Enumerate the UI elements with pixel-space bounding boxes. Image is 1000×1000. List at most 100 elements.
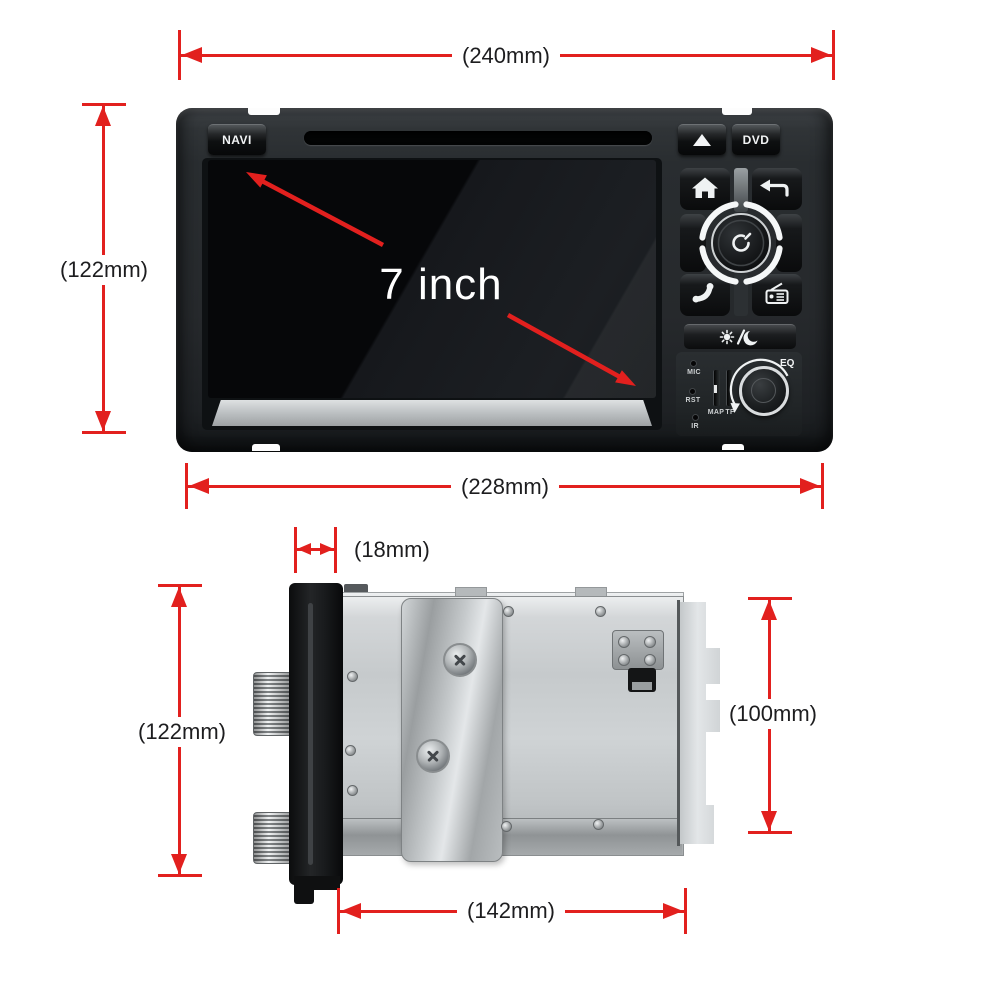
left-rocker-button bbox=[680, 214, 706, 272]
dimension-cap bbox=[337, 888, 340, 934]
dim-label-228mm: (228mm) bbox=[450, 472, 560, 502]
arrowhead-right bbox=[320, 543, 334, 555]
top-divider bbox=[734, 168, 748, 212]
arrowhead-left bbox=[189, 478, 209, 494]
screw bbox=[345, 745, 356, 756]
tf-card-slot bbox=[726, 370, 733, 406]
arrowhead-down bbox=[95, 411, 111, 431]
power-knob bbox=[711, 213, 771, 273]
silver-bezel-strip bbox=[212, 400, 652, 426]
screw bbox=[618, 636, 630, 648]
disc-slot bbox=[304, 131, 652, 145]
bottom-divider bbox=[734, 274, 748, 316]
red-arrow-downright bbox=[506, 313, 622, 379]
screw bbox=[644, 636, 656, 648]
arrowhead-left bbox=[297, 543, 311, 555]
dimension-cap bbox=[821, 463, 824, 509]
eq-rotation-arrow bbox=[729, 358, 789, 413]
arrowhead-up bbox=[95, 106, 111, 126]
arrowhead-right bbox=[811, 47, 831, 63]
body-right-seam bbox=[677, 600, 680, 846]
dimension-cap bbox=[185, 463, 188, 509]
power-icon bbox=[732, 232, 752, 252]
faceplate-groove bbox=[308, 603, 313, 865]
screw bbox=[347, 785, 358, 796]
dimension-cap bbox=[684, 888, 687, 934]
red-arrowhead bbox=[615, 370, 636, 386]
screw bbox=[595, 606, 606, 617]
mic-label: MIC bbox=[687, 369, 701, 376]
return-icon bbox=[760, 179, 789, 197]
dim-label-100mm: (100mm) bbox=[718, 699, 828, 729]
eq-label: EQ bbox=[780, 358, 795, 369]
large-screw bbox=[416, 739, 450, 773]
large-screw bbox=[443, 643, 477, 677]
connector-slot-contact bbox=[632, 682, 652, 690]
dimension-cap bbox=[158, 874, 202, 877]
bottom-notch bbox=[252, 444, 280, 451]
screen-diagonal-arrows bbox=[246, 172, 636, 386]
dimension-cap bbox=[82, 431, 126, 434]
arrowhead-down bbox=[171, 854, 187, 874]
arrowhead-left bbox=[182, 47, 202, 63]
faceplate-foot bbox=[294, 876, 314, 904]
dimension-cap bbox=[294, 527, 297, 573]
screen-recess: 7 inch bbox=[202, 158, 662, 430]
navi-button-label: NAVI bbox=[222, 133, 252, 147]
reset-hole bbox=[689, 388, 696, 395]
return-button bbox=[752, 168, 802, 210]
phone-icon bbox=[692, 283, 714, 303]
rst-label: RST bbox=[685, 397, 701, 404]
arrowhead-up bbox=[761, 600, 777, 620]
dim-label-142mm: (142mm) bbox=[456, 896, 566, 926]
tf-label: TF bbox=[725, 409, 735, 416]
screen-size-label: 7 inch bbox=[379, 260, 503, 309]
screw bbox=[501, 821, 512, 832]
bottom-notch bbox=[722, 444, 744, 450]
right-rocker-button bbox=[776, 214, 802, 272]
mounting-sleeve-edge bbox=[680, 602, 720, 844]
dimension-cap bbox=[158, 584, 202, 587]
mic-hole bbox=[690, 360, 697, 367]
mounting-bracket-plate bbox=[401, 598, 503, 862]
map-label: MAP bbox=[707, 409, 725, 416]
screw bbox=[593, 819, 604, 830]
radio-icon bbox=[765, 282, 789, 304]
radio-button bbox=[752, 274, 802, 316]
dim-label-122mm-side: (122mm) bbox=[127, 717, 237, 747]
volume-knob-side bbox=[253, 672, 295, 736]
dvd-button-label: DVD bbox=[742, 133, 770, 147]
eject-button bbox=[678, 124, 726, 155]
dimension-cap bbox=[334, 527, 337, 573]
red-arrowhead bbox=[246, 172, 267, 188]
home-icon bbox=[692, 177, 718, 198]
faceplate-edge bbox=[289, 583, 343, 885]
eq-knob-inner-ring bbox=[751, 378, 776, 403]
arrowhead-down bbox=[761, 811, 777, 831]
eq-knob bbox=[739, 366, 789, 416]
dimension-cap bbox=[832, 30, 835, 80]
screw bbox=[618, 654, 630, 666]
dim-label-18mm: (18mm) bbox=[344, 535, 440, 565]
dim-label-122mm-front: (122mm) bbox=[49, 255, 159, 285]
arrowhead-up bbox=[171, 587, 187, 607]
arrowhead-right bbox=[663, 903, 683, 919]
head-unit-side-view bbox=[240, 576, 730, 906]
dimension-cap bbox=[178, 30, 181, 80]
dimension-cap bbox=[748, 597, 792, 600]
dimension-line bbox=[297, 548, 334, 551]
top-notch bbox=[722, 108, 752, 115]
arrowhead-left bbox=[341, 903, 361, 919]
dimension-cap bbox=[748, 831, 792, 834]
screw bbox=[347, 671, 358, 682]
ir-label: IR bbox=[691, 423, 699, 430]
day-night-icon bbox=[719, 329, 758, 346]
dvd-button: DVD bbox=[732, 124, 780, 155]
knob-ring bbox=[699, 201, 783, 285]
head-unit-front-view: NAVI DVD 7 inch bbox=[176, 108, 833, 452]
ir-receiver-hole bbox=[692, 414, 699, 421]
eject-icon bbox=[693, 134, 711, 146]
dimmer-button bbox=[684, 324, 796, 349]
dimension-cap bbox=[82, 103, 126, 106]
